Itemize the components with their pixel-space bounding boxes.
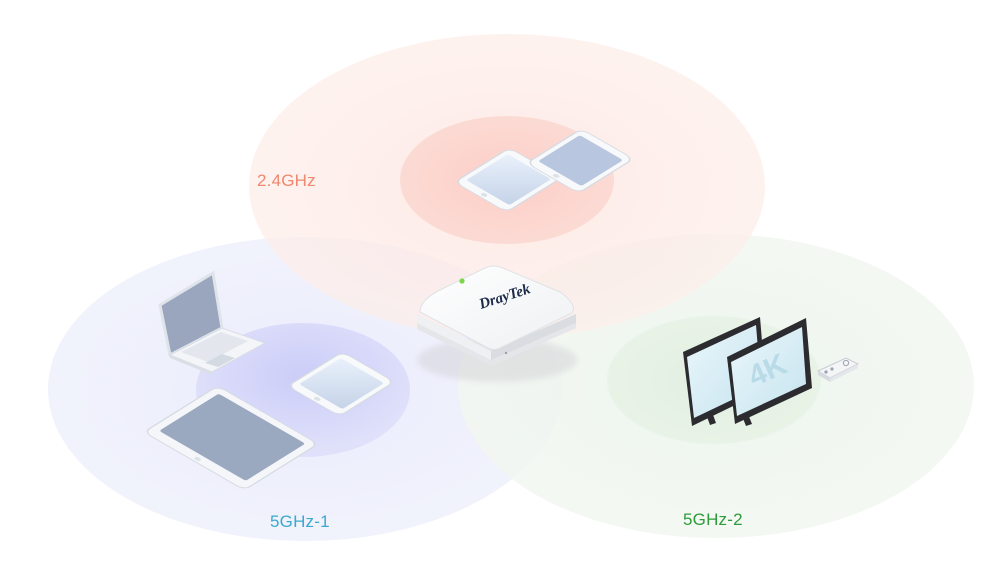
router: DrayTek: [417, 265, 577, 382]
band-label-5ghz-2: 5GHz-2: [683, 510, 743, 529]
tv-icon: 4K: [727, 318, 812, 426]
remote-control-icon: [816, 357, 860, 382]
status-led: [459, 278, 465, 284]
band-label-2-4ghz: 2.4GHz: [257, 171, 316, 190]
phone-icon: [529, 130, 631, 192]
tablet-icon: [146, 387, 316, 489]
band-label-5ghz-1: 5GHz-1: [270, 512, 330, 531]
laptop-icon: [158, 270, 267, 375]
phone-icon: [290, 353, 392, 415]
